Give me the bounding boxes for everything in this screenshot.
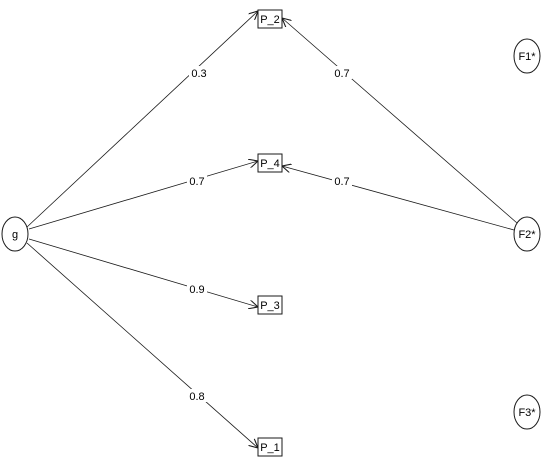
edge-g-to-p2-arrow <box>26 11 258 228</box>
edge-g-to-p4-label: 0.7 <box>189 176 204 188</box>
node-p2: P_2 <box>257 9 283 29</box>
edge-f2-to-p2-label-bg <box>332 66 352 79</box>
edge-g-to-p3-arrow <box>28 238 258 307</box>
edge-g-to-p2-label-bg <box>189 66 209 79</box>
edge-f2-to-p2-label: 0.7 <box>334 68 349 80</box>
edge-g-to-p3-label: 0.9 <box>189 284 204 296</box>
node-p1-label: P_1 <box>260 442 280 454</box>
node-p2-label: P_2 <box>260 14 280 26</box>
edge-g-to-p3-label-bg <box>187 282 207 295</box>
edge-g-to-p4-label-bg <box>187 174 207 187</box>
node-p4-label: P_4 <box>260 158 280 170</box>
node-f3-label: F3* <box>518 407 536 419</box>
node-p4-box <box>257 153 283 173</box>
node-p3-label: P_3 <box>260 300 280 312</box>
node-p3-box <box>257 295 283 315</box>
node-f3: F3* <box>513 394 541 430</box>
edge-f2-to-p4-arrow <box>282 166 515 231</box>
edge-labels-layer: 0.3 0.7 0.9 0.8 0.7 0.7 <box>187 66 352 403</box>
edge-g-to-p2-label: 0.3 <box>191 68 206 80</box>
node-g-ellipse <box>1 216 29 252</box>
edge-g-to-p4-arrow <box>28 161 258 230</box>
edge-f2-to-p4-label: 0.7 <box>334 176 349 188</box>
node-f2-ellipse <box>513 216 541 252</box>
node-f3-ellipse <box>513 394 541 430</box>
node-p2-box <box>257 9 283 29</box>
nodes-layer: g P_2P_4P_3P_1 F1* F2* F3* <box>1 9 541 457</box>
node-f2-label: F2* <box>518 229 536 241</box>
edges-layer <box>26 11 518 448</box>
node-f1: F1* <box>513 38 541 74</box>
edge-g-to-p1-label: 0.8 <box>189 391 204 403</box>
edge-g-to-p1-label-bg <box>187 389 207 402</box>
node-p4: P_4 <box>257 153 283 173</box>
node-f1-ellipse <box>513 38 541 74</box>
node-f1-label: F1* <box>518 51 536 63</box>
node-p3: P_3 <box>257 295 283 315</box>
node-f2: F2* <box>513 216 541 252</box>
edge-g-to-p1-arrow <box>26 242 258 448</box>
node-p1-box <box>257 437 283 457</box>
edge-f2-to-p4-label-bg <box>332 174 352 187</box>
edge-f2-to-p2-arrow <box>282 18 518 224</box>
node-p1: P_1 <box>257 437 283 457</box>
node-g: g <box>1 216 29 252</box>
node-g-label: g <box>12 229 18 241</box>
